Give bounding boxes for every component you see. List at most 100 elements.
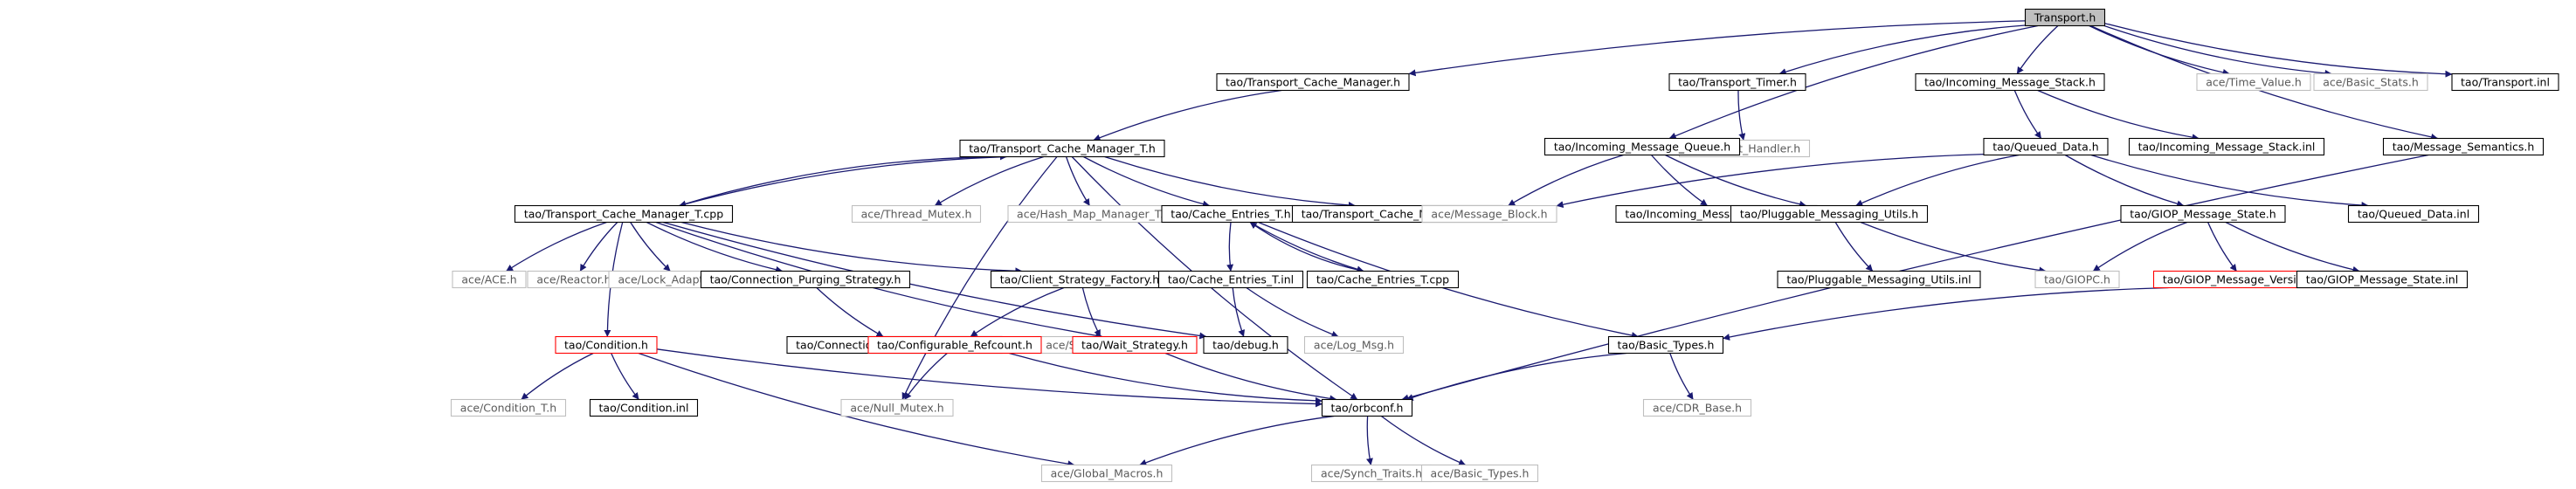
node-label: ace/Message_Block.h (1431, 208, 1547, 221)
edge-csf-h-to-conf-refcount-h (970, 286, 1065, 338)
node-label: tao/GIOP_Message_State.inl (2306, 273, 2458, 286)
graph-node-time-value-h: ace/Time_Value.h (2196, 72, 2311, 92)
graph-node-cps-h[interactable]: tao/Connection_Purging_Strategy.h (700, 270, 911, 289)
graph-node-cache-entries-t-cpp[interactable]: tao/Cache_Entries_T.cpp (1306, 270, 1460, 289)
edge-cps-h-to-cps-inl (816, 287, 884, 338)
edge-condition-h-to-global-macros-h (638, 352, 1075, 468)
node-box (1321, 398, 1413, 417)
node-box (851, 204, 982, 224)
node-label: tao/Cache_Entries_T.h (1171, 208, 1290, 221)
edge-imq-h-to-message-block-h (1508, 154, 1624, 207)
edge-giop-mv-h-to-basic-types-tao-h (1723, 286, 2169, 341)
edge-ttimer-h-to-event-handler-h (1737, 90, 1746, 141)
node-box (1420, 464, 1539, 483)
graph-node-condition-inl[interactable]: tao/Condition.inl (589, 398, 699, 417)
node-box (2034, 270, 2120, 289)
graph-node-log-msg-h: ace/Log_Msg.h (1303, 335, 1405, 355)
node-box (1642, 398, 1752, 417)
node-box (2313, 72, 2428, 92)
graph-node-tcm-t-h[interactable]: tao/Transport_Cache_Manager_T.h (959, 139, 1165, 158)
graph-node-cache-entries-t-inl[interactable]: tao/Cache_Entries_T.inl (1157, 270, 1304, 289)
edge-condition-h-to-condition-t-h (521, 352, 594, 401)
edge-imq-h-to-imq-inl (1651, 155, 1708, 207)
edge-condition-h-to-condition-inl (611, 353, 639, 400)
edge-orbconf-h-to-synch-traits-h (1366, 416, 1373, 465)
edge-orbconf-h-to-global-macros-h (1139, 415, 1335, 466)
edge-tcm-t-h-to-tcm-t-inl (1104, 155, 1356, 209)
node-box (1203, 335, 1288, 355)
graph-node-conf-refcount-h[interactable]: tao/Configurable_Refcount.h (867, 335, 1042, 355)
graph-node-transport-inl[interactable]: tao/Transport.inl (2451, 72, 2559, 92)
node-label: Transport.h (2034, 11, 2096, 24)
node-box (1544, 137, 1741, 156)
graph-node-transport-h[interactable]: Transport.h (2024, 8, 2106, 27)
graph-node-pmu-h[interactable]: tao/Pluggable_Messaging_Utils.h (1730, 204, 1929, 224)
node-box (1607, 335, 1724, 355)
graph-node-tcm-h[interactable]: tao/Transport_Cache_Manager.h (1216, 72, 1410, 92)
graph-node-ttimer-h[interactable]: tao/Transport_Timer.h (1668, 72, 1806, 92)
graph-node-giop-ms-inl[interactable]: tao/GIOP_Message_State.inl (2296, 270, 2469, 289)
edge-tcm-t-h-to-null-mutex-h (901, 156, 1058, 400)
node-box (2128, 137, 2325, 156)
graph-node-tcm-t-cpp[interactable]: tao/Transport_Cache_Manager_T.cpp (514, 204, 734, 224)
edge-transport-h-to-basic-stats-h (2103, 24, 2332, 77)
node-label: ace/ACE.h (461, 273, 516, 286)
graph-node-queued-data-h[interactable]: tao/Queued_Data.h (1983, 137, 2109, 156)
node-label: tao/Queued_Data.inl (2358, 208, 2469, 221)
graph-node-csf-h[interactable]: tao/Client_Strategy_Factory.h (990, 270, 1170, 289)
node-label: tao/Basic_Types.h (1618, 339, 1715, 352)
graph-node-msg-sem-h[interactable]: tao/Message_Semantics.h (2382, 137, 2545, 156)
graph-node-basic-types-tao-h[interactable]: tao/Basic_Types.h (1607, 335, 1724, 355)
edge-conf-refcount-h-to-orbconf-h (1009, 352, 1323, 404)
edge-cache-entries-t-cpp-to-cache-entries-t-h (1249, 221, 1364, 272)
edge-tcm-t-cpp-to-cps-h (646, 221, 784, 273)
edge-cache-entries-t-inl-to-log-msg-h (1246, 286, 1339, 338)
node-box (555, 335, 658, 355)
node-box (1040, 464, 1173, 483)
graph-node-giop-mv-h[interactable]: tao/GIOP_Message_Version.h (2152, 270, 2331, 289)
node-label: ace/Global_Macros.h (1051, 467, 1164, 480)
node-label: tao/Transport_Cache_Manager_T.cpp (524, 208, 723, 221)
graph-node-debug-h[interactable]: tao/debug.h (1203, 335, 1288, 355)
node-label: tao/Condition.inl (599, 402, 689, 415)
node-label: tao/Incoming_Message_Queue.h (1554, 141, 1730, 154)
graph-node-cache-entries-t-h[interactable]: tao/Cache_Entries_T.h (1161, 204, 1301, 224)
edge-ims-h-to-ims-inl (2037, 89, 2200, 141)
node-label: tao/Message_Semantics.h (2393, 141, 2535, 154)
node-label: tao/Pluggable_Messaging_Utils.h (1740, 208, 1918, 221)
graph-node-imq-h[interactable]: tao/Incoming_Message_Queue.h (1544, 137, 1741, 156)
edge-queued-data-h-to-message-block-h (1556, 153, 1985, 209)
nodes-layer: Transport.h tao/Transport_Cache_Manager.h… (450, 8, 2559, 483)
graph-node-queued-data-inl[interactable]: tao/Queued_Data.inl (2347, 204, 2480, 224)
graph-node-ims-inl[interactable]: tao/Incoming_Message_Stack.inl (2128, 137, 2325, 156)
graph-node-ace-h: ace/ACE.h (452, 270, 527, 289)
graph-node-message-block-h: ace/Message_Block.h (1421, 204, 1557, 224)
node-label: tao/Cache_Entries_T.cpp (1316, 273, 1449, 286)
graph-node-orbconf-h[interactable]: tao/orbconf.h (1321, 398, 1413, 417)
edge-orbconf-h-to-basic-types-ace-h (1380, 415, 1467, 466)
edge-ims-h-to-queued-data-h (2013, 90, 2042, 139)
node-box (959, 139, 1165, 158)
node-label: ace/Log_Msg.h (1314, 339, 1394, 352)
node-box (1072, 335, 1198, 355)
node-label: ace/Hash_Map_Manager_T.h (1017, 208, 1171, 221)
edge-cache-entries-t-inl-to-debug-h (1232, 287, 1246, 337)
graph-node-wait-strategy-h[interactable]: tao/Wait_Strategy.h (1072, 335, 1198, 355)
edge-wait-strategy-h-to-orbconf-h (1164, 352, 1337, 403)
graph-node-condition-h[interactable]: tao/Condition.h (555, 335, 658, 355)
graph-node-pmu-inl[interactable]: tao/Pluggable_Messaging_Utils.inl (1777, 270, 1981, 289)
node-label: tao/Transport_Timer.h (1678, 76, 1797, 89)
node-label: tao/orbconf.h (1331, 402, 1404, 415)
edge-tcm-t-h-to-cache-entries-t-h (1083, 155, 1210, 208)
node-box (2196, 72, 2311, 92)
node-label: ace/Null_Mutex.h (850, 402, 943, 415)
node-box (450, 398, 567, 417)
edge-tcm-t-cpp-to-tcm-t-h (679, 153, 1007, 207)
edge-conf-refcount-h-to-null-mutex-h (904, 353, 948, 400)
edges-layer (506, 20, 2453, 468)
graph-node-giop-ms-h[interactable]: tao/GIOP_Message_State.h (2120, 204, 2286, 224)
graph-node-ims-h[interactable]: tao/Incoming_Message_Stack.h (1915, 72, 2105, 92)
node-box (1983, 137, 2109, 156)
node-box (2347, 204, 2480, 224)
node-label: tao/GIOP_Message_State.h (2130, 208, 2276, 221)
